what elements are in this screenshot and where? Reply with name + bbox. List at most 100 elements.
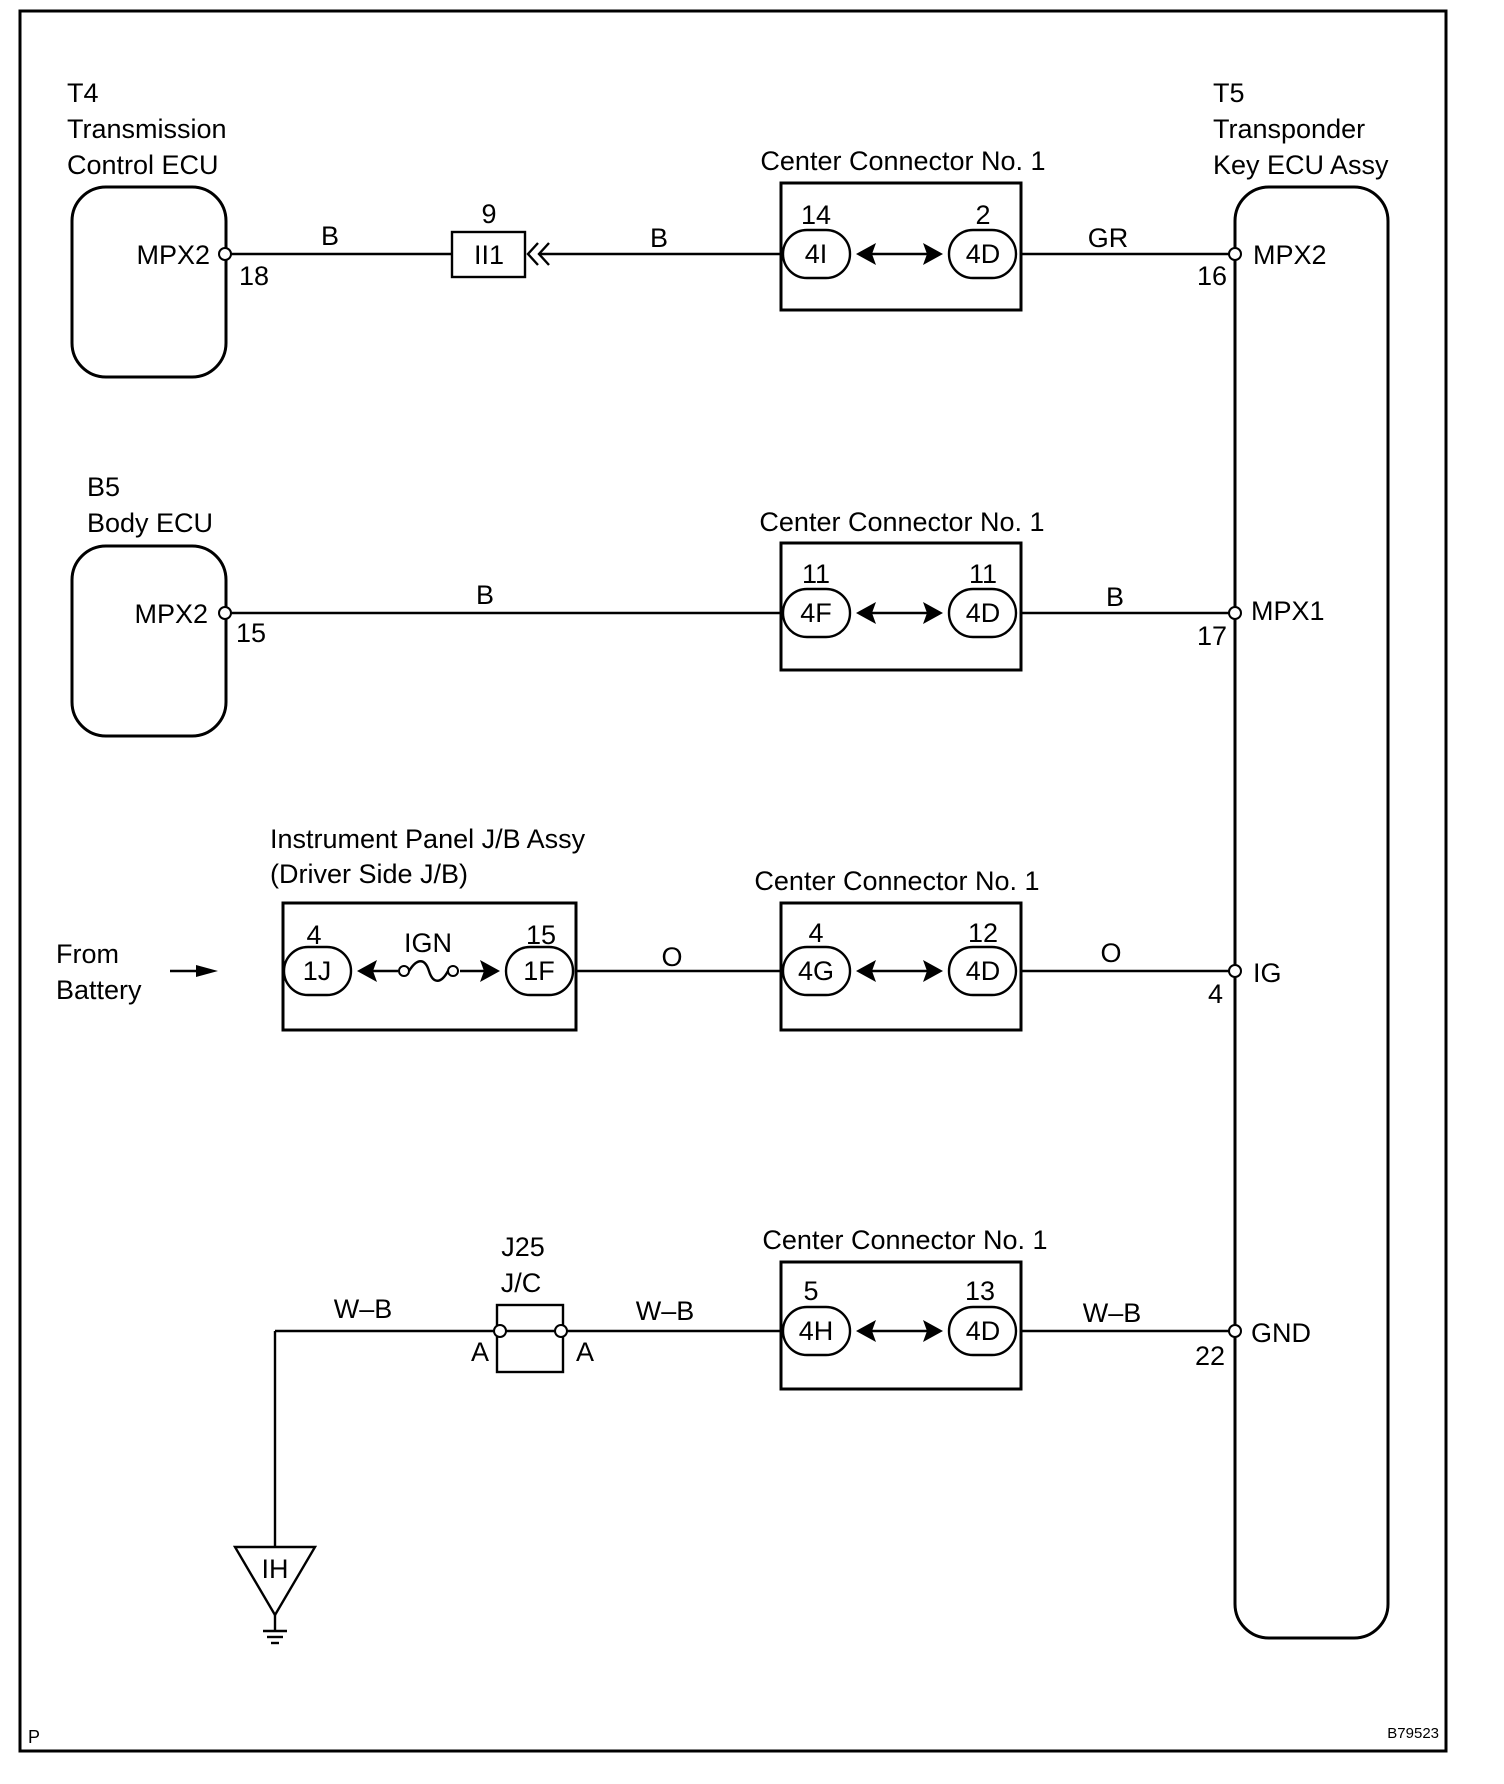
ground-code: IH bbox=[262, 1554, 289, 1584]
wires bbox=[170, 252, 1230, 1547]
jb-left-code: 1J bbox=[303, 956, 332, 986]
jb-name-line2: (Driver Side J/B) bbox=[270, 859, 468, 889]
center-connector-title: Center Connector No. 1 bbox=[760, 146, 1045, 176]
t5-gnd-dot bbox=[1228, 1324, 1242, 1338]
inline-connector-box bbox=[450, 230, 527, 279]
jb-right-code: 1F bbox=[523, 956, 555, 986]
center-connector-1: Center Connector No. 1 14 2 4I 4D bbox=[760, 146, 1046, 312]
t4-terminal-pin: 18 bbox=[239, 261, 269, 291]
inline-chevron-2 bbox=[537, 242, 550, 266]
t5-mpx1-dot bbox=[1228, 606, 1242, 620]
center-connector-left-pill bbox=[781, 1305, 852, 1357]
inline-connector-ii1: 9 II1 bbox=[450, 199, 550, 279]
battery-arrow-icon bbox=[196, 965, 218, 977]
center-connector-left-pin: 11 bbox=[802, 559, 830, 589]
t5-body bbox=[1233, 185, 1390, 1640]
t5-name-line2: Key ECU Assy bbox=[1213, 150, 1389, 180]
b5-terminal-dot bbox=[218, 606, 232, 620]
center-connector-right-code: 4D bbox=[966, 1316, 1001, 1346]
center-connector-left-pill bbox=[781, 228, 852, 280]
diagram-frame bbox=[18, 9, 1448, 1753]
jb-right-pin: 15 bbox=[526, 920, 556, 950]
inline-connector-code: II1 bbox=[474, 240, 504, 270]
center-connector-left-code: 4G bbox=[798, 956, 834, 986]
t5-transponder-ecu: T5 Transponder Key ECU Assy MPX2 16 MPX1… bbox=[1195, 78, 1390, 1640]
junction-left-terminal bbox=[493, 1324, 507, 1338]
junction-name: J/C bbox=[501, 1268, 542, 1298]
center-connector-3: Center Connector No. 1 4 12 4G 4D bbox=[754, 866, 1040, 1032]
t5-mpx2-dot bbox=[1228, 247, 1242, 261]
fuse-terminal-left bbox=[398, 965, 410, 977]
center-connector-title: Center Connector No. 1 bbox=[762, 1225, 1047, 1255]
center-connector-left-code: 4F bbox=[800, 598, 832, 628]
battery-source: From Battery bbox=[56, 939, 218, 1005]
jb-fuse-label: IGN bbox=[404, 928, 452, 958]
center-connector-left-code: 4H bbox=[799, 1316, 834, 1346]
t4-name-line1: Transmission bbox=[67, 114, 227, 144]
jb-left-pill bbox=[282, 945, 353, 997]
b5-terminal-name: MPX2 bbox=[134, 599, 208, 629]
b5-name: Body ECU bbox=[87, 508, 213, 538]
center-connector-right-code: 4D bbox=[966, 956, 1001, 986]
center-connector-right-pin: 2 bbox=[975, 200, 990, 230]
terminal-dots bbox=[218, 247, 1242, 1338]
t4-terminal-name: MPX2 bbox=[136, 240, 210, 270]
t5-terminal-name-mpx1: MPX1 bbox=[1251, 596, 1325, 626]
wire-color-r1-mid: B bbox=[650, 223, 668, 253]
t5-terminal-pin-16: 16 bbox=[1197, 261, 1227, 291]
ground-triangle bbox=[232, 1545, 318, 1618]
t5-ig-dot bbox=[1228, 964, 1242, 978]
t5-name-line1: Transponder bbox=[1213, 114, 1365, 144]
junction-left-term: A bbox=[471, 1337, 489, 1367]
t4-code: T4 bbox=[67, 78, 99, 108]
fuse-terminal-right bbox=[447, 965, 459, 977]
t4-terminal-dot bbox=[218, 247, 232, 261]
inline-chevron-1 bbox=[526, 242, 539, 266]
wire-color-r3-left: O bbox=[661, 942, 682, 972]
center-connector-right-pin: 11 bbox=[969, 559, 997, 589]
center-connector-left-pin: 4 bbox=[808, 918, 823, 948]
center-connector-left-pin: 5 bbox=[803, 1276, 818, 1306]
jb-right-pill bbox=[504, 945, 575, 997]
b5-terminal-pin: 15 bbox=[236, 618, 266, 648]
junction-right-term: A bbox=[576, 1337, 594, 1367]
center-connector-left-code: 4I bbox=[805, 239, 828, 269]
battery-line1: From bbox=[56, 939, 119, 969]
junction-right-terminal bbox=[554, 1324, 568, 1338]
b5-body-ecu: B5 Body ECU MPX2 15 bbox=[70, 472, 266, 738]
wire-color-r2-left: B bbox=[476, 580, 494, 610]
b5-code: B5 bbox=[87, 472, 120, 502]
figure-id: B79523 bbox=[1387, 1725, 1439, 1742]
t5-terminal-name-ig: IG bbox=[1253, 958, 1282, 988]
center-connector-right-pin: 12 bbox=[968, 918, 998, 948]
center-connector-2: Center Connector No. 1 11 11 4F 4D bbox=[759, 507, 1045, 672]
wire-color-r4-right: W–B bbox=[1083, 1298, 1142, 1328]
wire-color-r4-mid: W–B bbox=[636, 1296, 695, 1326]
center-connector-right-pin: 13 bbox=[965, 1276, 995, 1306]
t5-terminal-name-mpx2: MPX2 bbox=[1253, 240, 1327, 270]
t4-body bbox=[70, 185, 228, 379]
jb-left-pin: 4 bbox=[306, 920, 321, 950]
b5-body bbox=[70, 544, 228, 738]
battery-line2: Battery bbox=[56, 975, 142, 1005]
ground-ih: IH bbox=[232, 1545, 318, 1645]
center-connector-left-pill bbox=[781, 587, 852, 639]
center-connector-right-pill bbox=[947, 1305, 1018, 1357]
junction-box bbox=[495, 1303, 565, 1374]
center-connector-left-pill bbox=[781, 945, 852, 997]
center-connector-right-pill bbox=[947, 945, 1018, 997]
center-connector-4: Center Connector No. 1 5 13 4H 4D bbox=[762, 1225, 1048, 1391]
t5-terminal-pin-22: 22 bbox=[1195, 1341, 1225, 1371]
center-connector-right-code: 4D bbox=[966, 598, 1001, 628]
fuse-icon bbox=[407, 960, 450, 982]
wire-color-r4-left: W–B bbox=[334, 1294, 393, 1324]
t4-transmission-ecu: T4 Transmission Control ECU MPX2 18 bbox=[67, 78, 269, 379]
junction-code: J25 bbox=[501, 1232, 545, 1262]
t5-terminal-pin-17: 17 bbox=[1197, 621, 1227, 651]
page-code: P bbox=[28, 1727, 40, 1747]
t5-code: T5 bbox=[1213, 78, 1245, 108]
wire-color-r1-left: B bbox=[321, 221, 339, 251]
wire-color-r1-right: GR bbox=[1088, 223, 1129, 253]
t4-name-line2: Control ECU bbox=[67, 150, 219, 180]
